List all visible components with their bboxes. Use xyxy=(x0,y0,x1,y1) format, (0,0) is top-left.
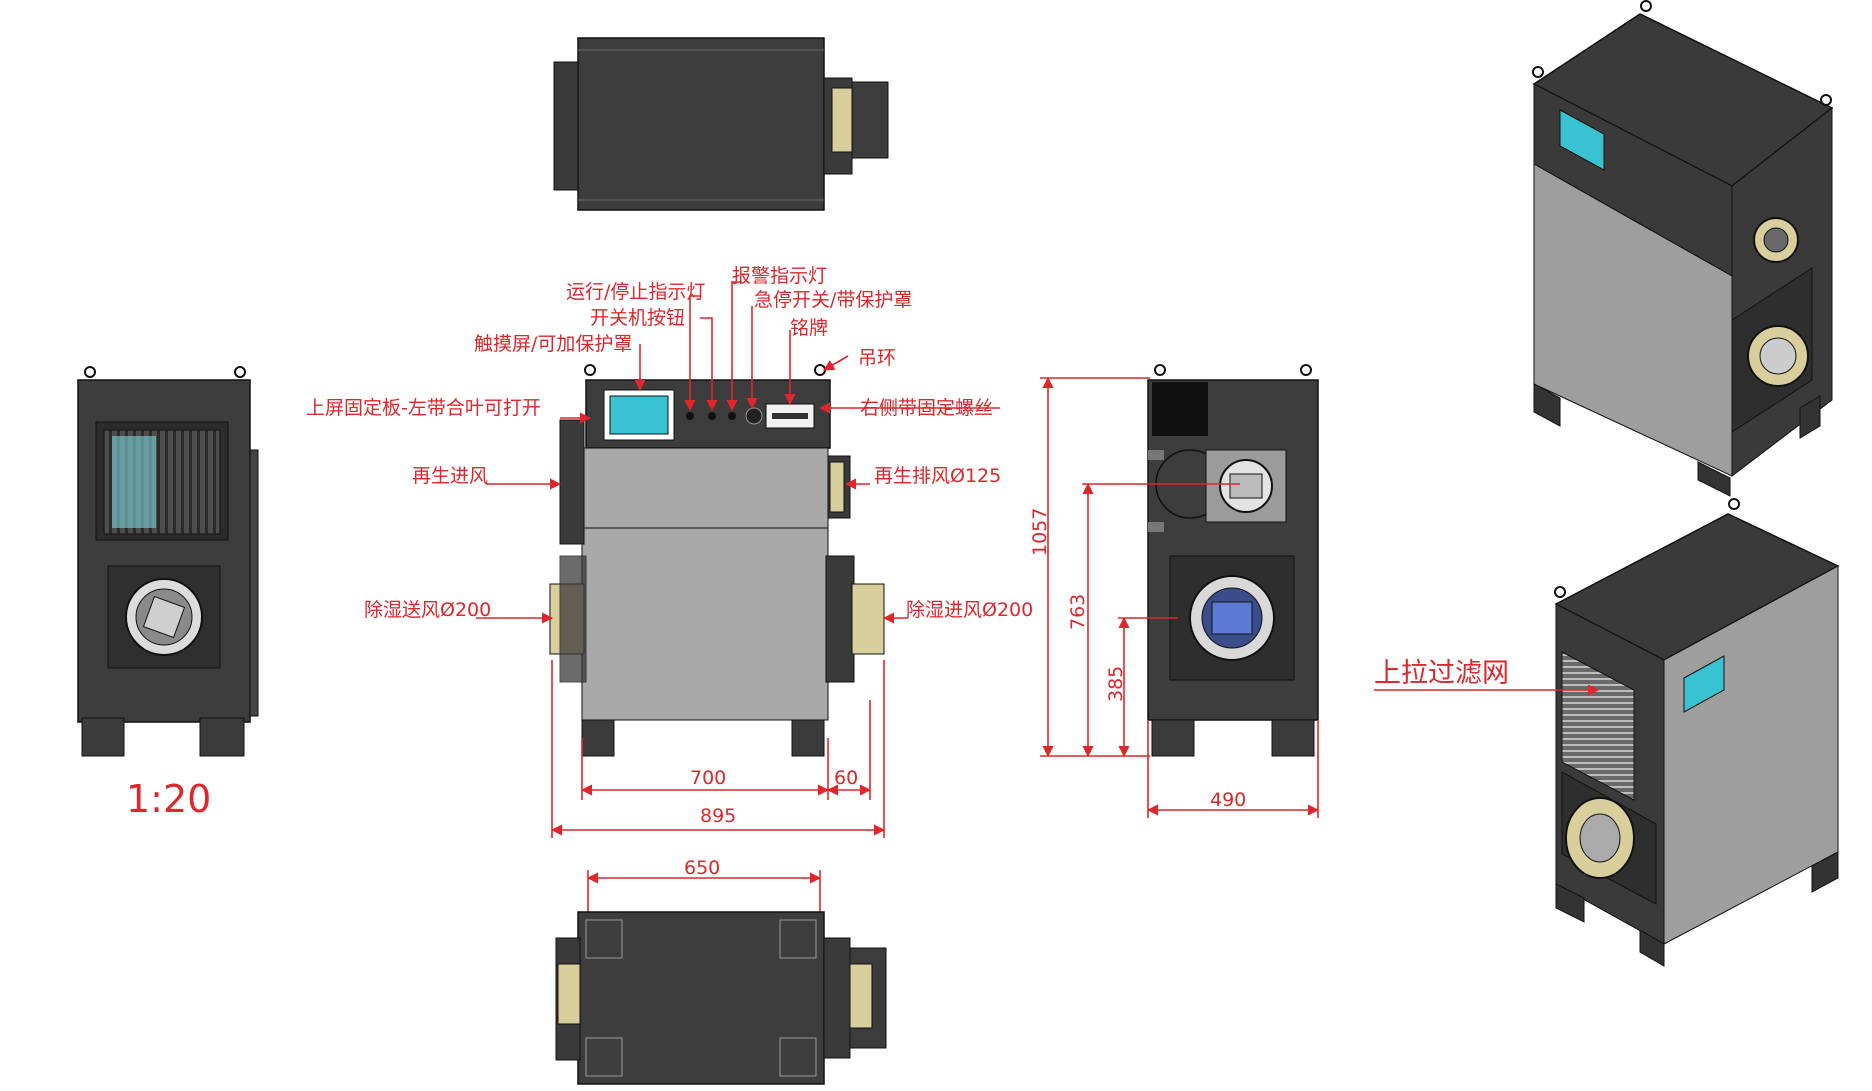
isometric-view-front xyxy=(1532,0,1834,497)
isometric-view-back xyxy=(1554,498,1840,967)
callout-dehum-supply: 除湿送风Ø200 xyxy=(364,599,491,621)
scale-label: 1:20 xyxy=(126,777,211,821)
dim-895: 895 xyxy=(700,805,736,827)
front-dimension-lines xyxy=(550,660,886,838)
dim-650: 650 xyxy=(684,857,720,879)
callout-regen-exhaust: 再生排风Ø125 xyxy=(874,465,1001,487)
side-dimension-lines xyxy=(1040,376,1320,818)
right-side-view xyxy=(1147,364,1319,757)
callout-touchscreen: 触摸屏/可加保护罩 xyxy=(474,333,632,355)
dim-385: 385 xyxy=(1105,666,1127,702)
callout-lifting-ring: 吊环 xyxy=(858,347,896,369)
callout-right-screws: 右侧带固定螺丝 xyxy=(860,397,993,419)
dim-763: 763 xyxy=(1067,594,1089,630)
dim-700: 700 xyxy=(690,767,726,789)
callout-regen-inlet: 再生进风 xyxy=(412,465,488,487)
dim-60: 60 xyxy=(834,767,858,789)
callout-nameplate: 铭牌 xyxy=(790,317,828,339)
callout-lines xyxy=(476,281,1000,624)
callout-power-button: 开关机按钮 xyxy=(590,307,685,329)
callout-run-stop-light: 运行/停止指示灯 xyxy=(566,281,705,303)
callout-dehum-inlet: 除湿进风Ø200 xyxy=(906,599,1033,621)
top-view xyxy=(553,37,889,211)
callout-estop-switch: 急停开关/带保护罩 xyxy=(754,289,912,311)
dim-490: 490 xyxy=(1210,789,1246,811)
callout-alarm-light: 报警指示灯 xyxy=(732,265,827,287)
front-view xyxy=(549,364,885,757)
dim-1057: 1057 xyxy=(1029,508,1051,556)
callout-top-panel: 上屏固定板-左带合叶可打开 xyxy=(306,397,541,419)
left-side-view xyxy=(77,366,259,757)
callout-filter-pullup: 上拉过滤网 xyxy=(1374,658,1509,689)
bottom-view xyxy=(555,870,887,1085)
